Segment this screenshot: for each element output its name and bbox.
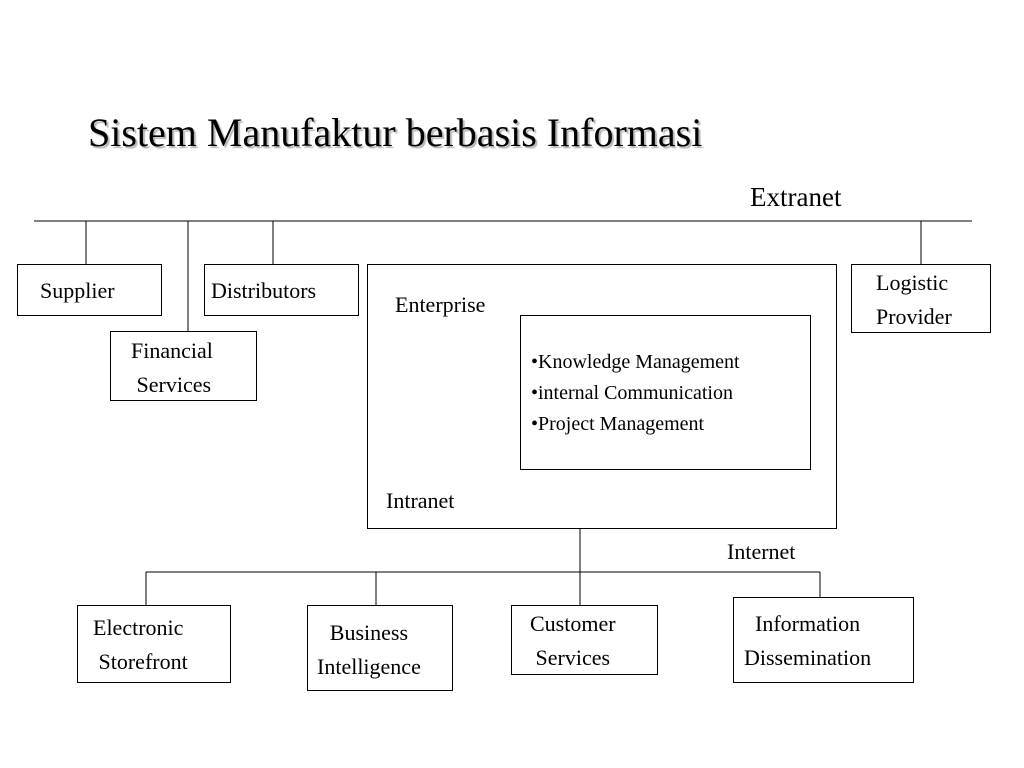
- extranet-label: Extranet: [750, 182, 842, 212]
- intranet-label: Intranet: [386, 488, 455, 513]
- customer-services-box: [511, 605, 658, 675]
- financial-services-label: Financial Services: [131, 338, 213, 397]
- logistic-provider-box: [851, 264, 991, 333]
- distributors-label: Distributors: [211, 278, 317, 303]
- supplier-label: Supplier: [40, 278, 115, 303]
- information-dissemination-box: [733, 597, 914, 683]
- internet-label: Internet: [727, 539, 796, 564]
- distributors-box: [204, 264, 359, 316]
- logistic-provider-label: Logistic Provider: [876, 270, 952, 329]
- electronic-storefront-box: [77, 605, 231, 683]
- list-item: •Project Management: [531, 413, 705, 435]
- list-item: •Knowledge Management: [531, 351, 740, 373]
- information-dissemination-label: Information Dissemination: [744, 611, 872, 670]
- slide-title: Sistem Manufaktur berbasis Informasi: [88, 110, 703, 155]
- list-item: •internal Communication: [531, 382, 733, 404]
- enterprise-services-list: •Knowledge Management •internal Communic…: [531, 347, 740, 440]
- supplier-box: [17, 264, 162, 316]
- financial-services-box: [110, 331, 257, 401]
- electronic-storefront-label: Electronic Storefront: [93, 615, 188, 674]
- customer-services-label: Customer Services: [530, 611, 616, 670]
- enterprise-services-box: [520, 315, 811, 470]
- business-intelligence-box: [307, 605, 453, 691]
- business-intelligence-label: Business Intelligence: [317, 620, 421, 679]
- enterprise-label: Enterprise: [395, 292, 486, 317]
